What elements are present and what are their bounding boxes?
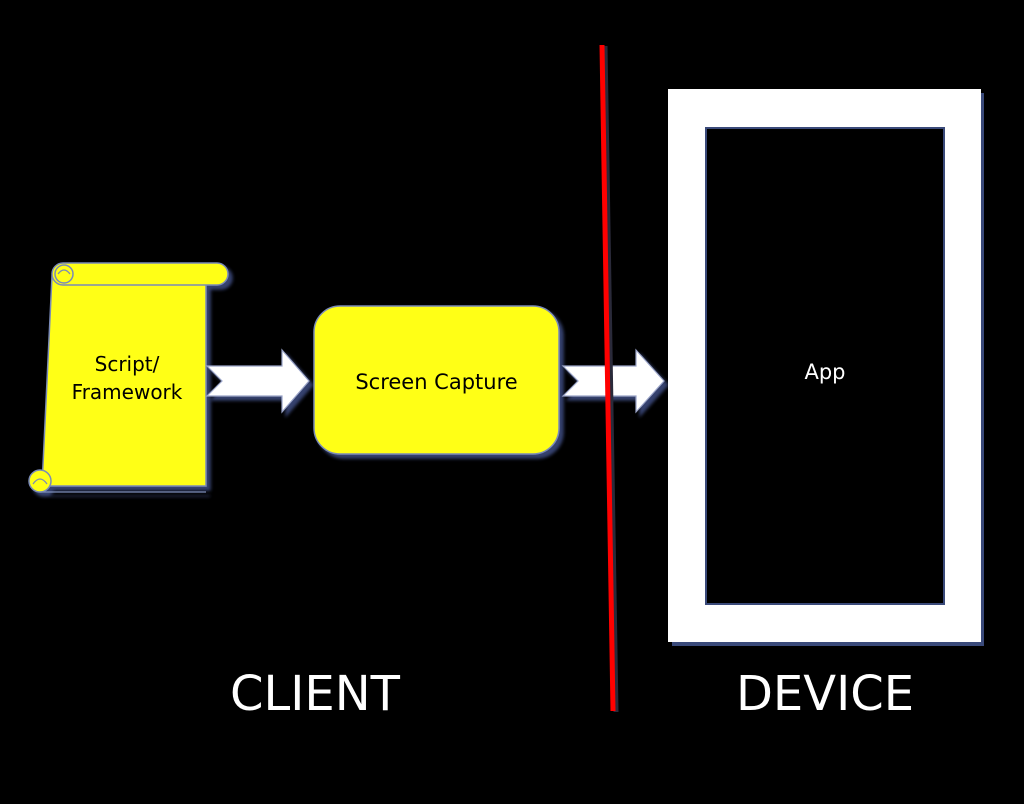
- app-label: App: [804, 360, 846, 384]
- device-region-label: DEVICE: [735, 666, 915, 722]
- script-framework-label: Script/ Framework: [71, 352, 183, 404]
- screen-capture-node: [313, 305, 560, 455]
- script-scroll-node: [28, 262, 229, 493]
- arrow-script-to-capture: [205, 348, 310, 414]
- client-device-divider: [599, 44, 619, 713]
- arrow-capture-to-device: [561, 348, 665, 414]
- client-region-label: CLIENT: [230, 666, 400, 722]
- device-frame: [668, 89, 984, 646]
- screen-capture-label: Screen Capture: [355, 370, 518, 394]
